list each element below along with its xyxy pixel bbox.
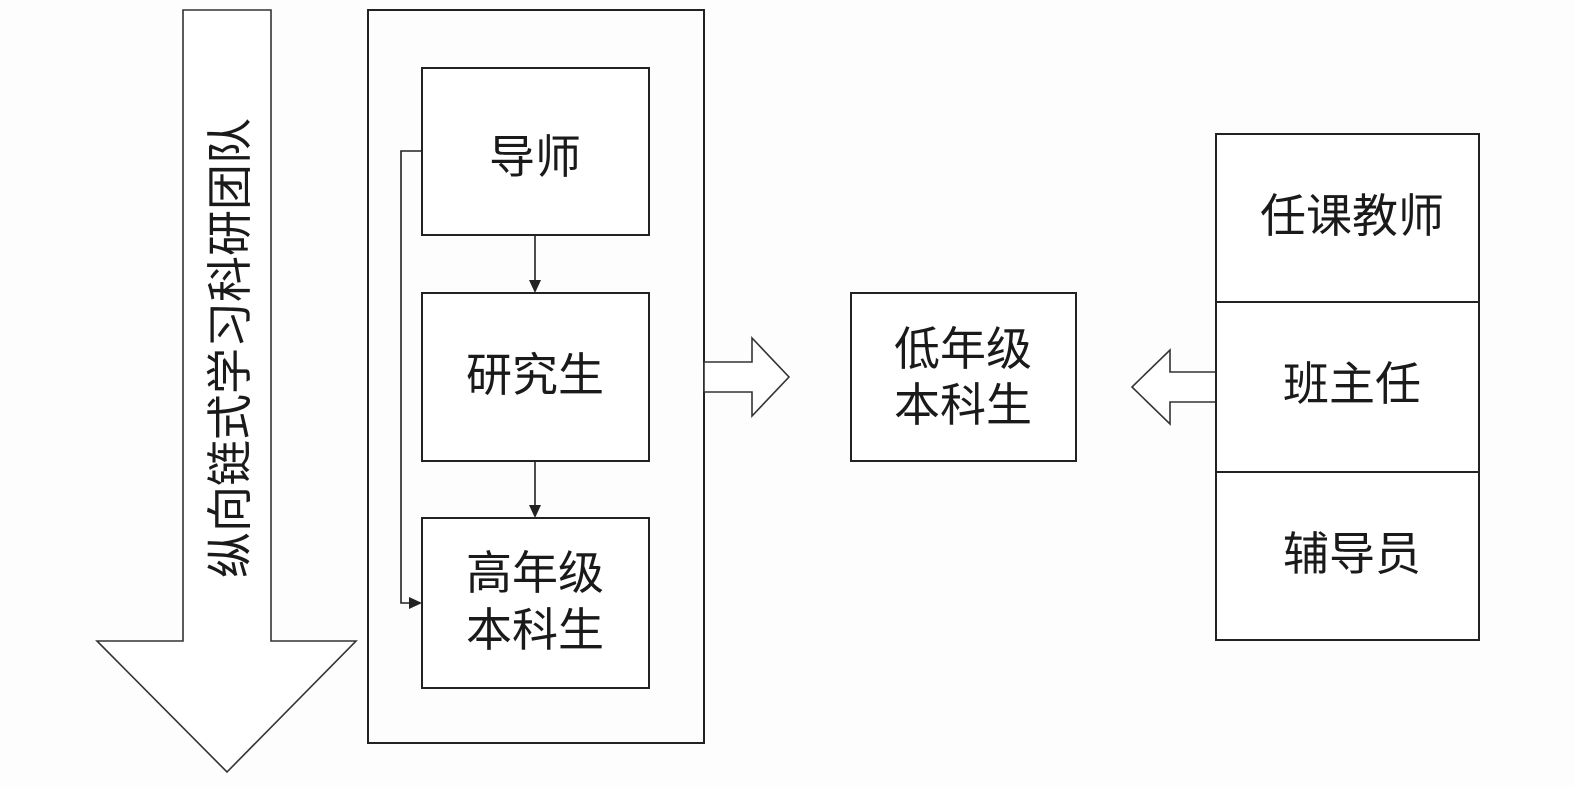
class-advisor-label: 班主任	[1283, 357, 1421, 411]
vertical-down-arrow	[95, 9, 358, 774]
counselor-label: 辅导员	[1283, 527, 1421, 581]
junior-undergrad-box	[850, 292, 1077, 462]
arrowhead-mentor-senior	[409, 597, 422, 609]
mentor-box	[421, 67, 650, 236]
senior-undergrad-box	[421, 517, 650, 689]
right-hollow-arrow	[703, 335, 791, 419]
left-hollow-arrow	[1130, 348, 1217, 426]
connector-mentor-senior	[400, 150, 422, 604]
mentor-label: 导师	[489, 130, 581, 184]
graduate-label: 研究生	[466, 348, 604, 402]
course-teacher-label: 任课教师	[1260, 189, 1444, 243]
counselor-box	[1215, 471, 1480, 641]
arrowhead-mentor-graduate	[529, 280, 541, 293]
vertical-arrow-label: 纵向链式学习科研团队	[203, 118, 257, 578]
arrowhead-graduate-senior	[529, 505, 541, 518]
junior-undergrad-label-line2: 本科生	[894, 378, 1032, 432]
senior-undergrad-label-line2: 本科生	[466, 603, 604, 657]
junior-undergrad-label-line1: 低年级	[894, 322, 1032, 376]
senior-undergrad-label-line1: 高年级	[466, 546, 604, 600]
